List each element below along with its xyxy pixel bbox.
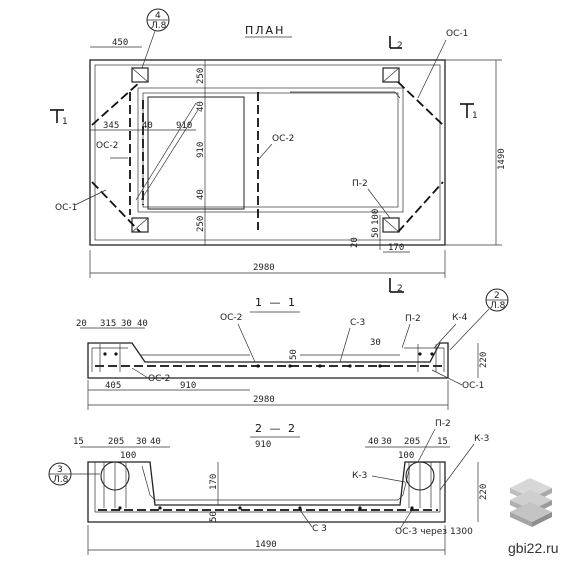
corner-pads [131, 67, 400, 233]
s2-dim-40b: 40 [368, 437, 379, 447]
plan-dim-450: 450 [112, 38, 128, 48]
watermark-text: gbi22.ru [508, 540, 559, 556]
plan-dim-1490: 1490 [497, 148, 507, 170]
s2-dim-30b: 30 [381, 437, 392, 447]
s2-dim-15b: 15 [437, 437, 448, 447]
s1-label-oc2a: ОС-2 [220, 313, 242, 323]
s2-dim-205a: 205 [108, 437, 124, 447]
s2-label-p2: П-2 [435, 419, 451, 429]
section1-labels: ОС-2 ОС-2 С-3 П-2 К-4 ОС-1 [131, 313, 484, 391]
section2-callout: 3 Л.8 [48, 462, 100, 486]
s2-dim-1490: 1490 [255, 540, 277, 550]
section1-title: 1 — 1 [255, 296, 297, 309]
plan-section-1-right: 1 [472, 111, 478, 121]
plan-dim-250a: 250 [196, 68, 206, 84]
plan-callout-bottom: Л.8 [151, 21, 167, 31]
plan-dim-50: 50 [371, 227, 381, 238]
section1-rebar-dots [103, 352, 434, 368]
plan-label-oc2-mid: ОС-2 [272, 134, 294, 144]
s2-label-k3a: К-3 [474, 434, 489, 444]
s1-dim-405: 405 [105, 381, 121, 391]
s2-dim-40a: 40 [150, 437, 161, 447]
s1-dim-40: 40 [137, 319, 148, 329]
plan-label-oc1-left: ОС-1 [55, 203, 77, 213]
s1-dim-30r: 30 [370, 338, 381, 348]
section2-callout-top: 3 [57, 465, 63, 475]
section2-callout-bottom: Л.8 [53, 475, 69, 485]
s1-label-k4: К-4 [452, 313, 468, 323]
section2-rebar-dots [118, 506, 414, 510]
plan-dim-2980: 2980 [253, 263, 275, 273]
section-2-view: 2 — 2 3 Л.8 [48, 419, 489, 555]
plan-label-oc1-top: ОС-1 [446, 29, 468, 39]
plan-label-p2: П-2 [352, 179, 368, 189]
section1-callout-top: 2 [494, 291, 500, 301]
plan-section-2-top: 2 [397, 41, 403, 51]
s2-dim-30a: 30 [136, 437, 147, 447]
section2-profile [87, 461, 446, 523]
plan-callout-top: 4 [155, 11, 161, 21]
s1-dim-315: 315 [100, 319, 116, 329]
plan-dim-910a: 910 [176, 121, 192, 131]
section1-callout-bottom: Л.8 [490, 301, 506, 311]
section-marks: 1 1 2 2 [50, 36, 478, 294]
s1-dim-20: 20 [76, 319, 87, 329]
plan-title: ПЛАН [245, 24, 285, 37]
section1-profile [87, 342, 449, 379]
s2-dim-205b: 205 [404, 437, 420, 447]
plan-label-oc2-left: ОС-2 [96, 141, 118, 151]
diagonal-rebars [91, 81, 444, 233]
plan-dim-20: 20 [350, 237, 360, 248]
plan-dim-40c: 40 [196, 189, 206, 200]
slab-outline [89, 59, 446, 246]
s1-dim-2980: 2980 [253, 395, 275, 405]
s1-label-oc1: ОС-1 [462, 381, 484, 391]
section1-dimensions: 20 315 30 40 405 910 2980 50 220 30 [76, 319, 489, 410]
s2-dim-100b: 100 [398, 451, 414, 461]
plan-callout: 4 Л.8 [141, 8, 170, 69]
s1-dim-30: 30 [121, 319, 132, 329]
plan-dim-910b: 910 [196, 142, 206, 158]
s1-dim-910: 910 [180, 381, 196, 391]
s2-dim-50: 50 [209, 511, 219, 522]
s2-dim-100a: 100 [120, 451, 136, 461]
s2-label-oc3: ОС-3 через 1300 [395, 527, 473, 537]
s2-dim-15a: 15 [73, 437, 84, 447]
s2-dim-170: 170 [209, 474, 219, 490]
section2-title: 2 — 2 [255, 422, 297, 435]
plan-view: ПЛАН [50, 8, 507, 294]
s1-dim-220: 220 [479, 352, 489, 368]
watermark-logo [510, 478, 552, 527]
section-1-view: 1 — 1 2 Л.8 [76, 288, 509, 410]
s1-dim-50: 50 [289, 349, 299, 360]
s2-dim-220: 220 [479, 484, 489, 500]
plan-dim-170: 170 [388, 243, 404, 253]
plan-dim-345: 345 [103, 121, 119, 131]
section1-callout: 2 Л.8 [449, 288, 509, 351]
s2-dim-910: 910 [255, 440, 271, 450]
plan-dim-100: 100 [371, 209, 381, 225]
plan-dim-250b: 250 [196, 216, 206, 232]
plan-dim-40b: 40 [196, 101, 206, 112]
section2-dimensions: 15 205 30 40 100 910 40 30 205 15 100 17… [73, 437, 489, 555]
plan-dimensions: 450 345 40 910 250 40 910 40 250 1490 29… [89, 38, 507, 278]
s2-label-c3: С 3 [312, 524, 327, 534]
s1-label-c3: С-3 [350, 318, 365, 328]
section2-labels: П-2 К-3 К-3 С 3 ОС-3 через 1300 [299, 419, 489, 537]
s2-label-k3b: К-3 [352, 471, 367, 481]
plan-labels: ОС-1 ОС-1 ОС-2 ОС-2 П-2 [55, 29, 468, 219]
plan-dim-40a: 40 [142, 121, 153, 131]
s1-label-oc2b: ОС-2 [148, 374, 170, 384]
s1-label-p2: П-2 [405, 314, 421, 324]
plan-section-1-left: 1 [62, 117, 68, 127]
plan-section-2-bottom: 2 [397, 284, 403, 294]
